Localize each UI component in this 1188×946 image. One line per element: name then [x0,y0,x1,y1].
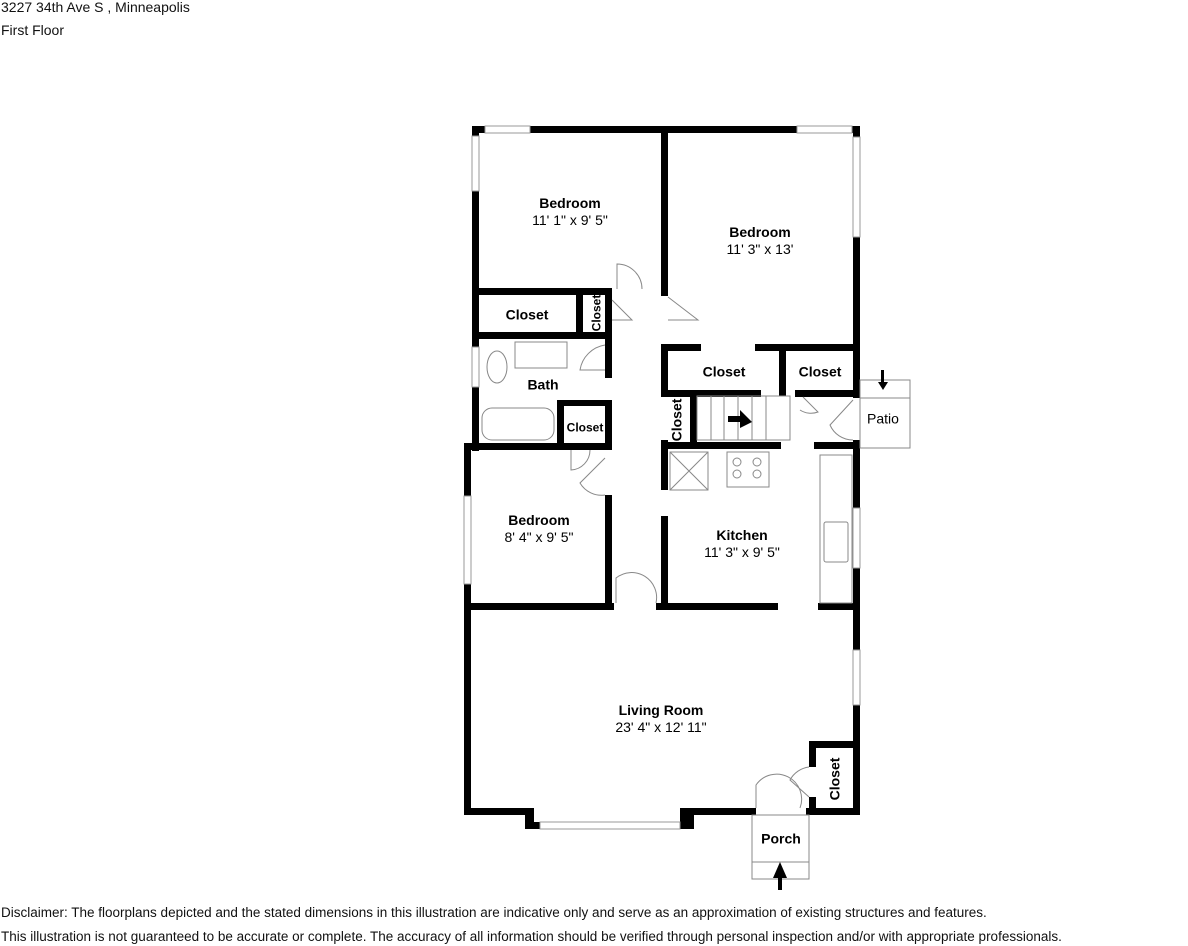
room-name: Closet [826,757,843,801]
room-name: Bedroom [729,224,791,241]
disclaimer-line-2: This illustration is not guaranteed to b… [1,929,1062,944]
room-closet-6: Closet [667,399,686,442]
room-porch: Porch [761,829,801,848]
room-dimensions: 11' 3" x 13' [726,241,794,257]
floor-label: First Floor [1,22,64,38]
room-kitchen: Kitchen 11' 3" x 9' 5" [704,527,780,561]
room-closet-4: Closet [703,362,746,381]
room-dimensions: 11' 3" x 9' 5" [704,544,780,560]
room-name: Living Room [618,702,704,719]
room-bedroom-2: Bedroom 11' 3" x 13' [727,224,794,258]
room-bedroom-3: Bedroom 8' 4" x 9' 5" [505,512,574,546]
room-name: Kitchen [716,527,768,544]
room-bath: Bath [527,375,558,394]
disclaimer-line-1: Disclaimer: The floorplans depicted and … [1,905,987,920]
fixtures-doors [481,263,911,880]
windows [463,125,861,830]
room-name: Patio [867,410,899,427]
room-closet-2: Closet [586,295,605,332]
room-name: Bath [527,376,559,393]
room-name: Closet [589,294,604,332]
arrows [728,370,888,890]
room-name: Closet [566,420,604,435]
room-name: Bedroom [539,195,601,212]
room-name: Closet [798,363,842,380]
room-name: Closet [668,398,685,442]
room-dimensions: 23' 4" x 12' 11" [615,719,707,735]
room-closet-7: Closet [825,758,844,801]
address-title: 3227 34th Ave S , Minneapolis [1,0,190,15]
room-dimensions: 11' 1" x 9' 5" [532,212,608,228]
walls [464,126,860,829]
room-bedroom-1: Bedroom 11' 1" x 9' 5" [532,195,608,229]
room-dimensions: 8' 4" x 9' 5" [504,529,574,545]
room-name: Closet [505,306,549,323]
room-name: Porch [761,830,801,847]
room-name: Bedroom [508,512,570,529]
room-living-room: Living Room 23' 4" x 12' 11" [615,702,706,736]
room-patio: Patio [867,409,899,428]
room-closet-5: Closet [799,362,842,381]
room-closet-1: Closet [506,305,549,324]
room-name: Closet [702,363,746,380]
room-closet-3: Closet [567,417,604,436]
